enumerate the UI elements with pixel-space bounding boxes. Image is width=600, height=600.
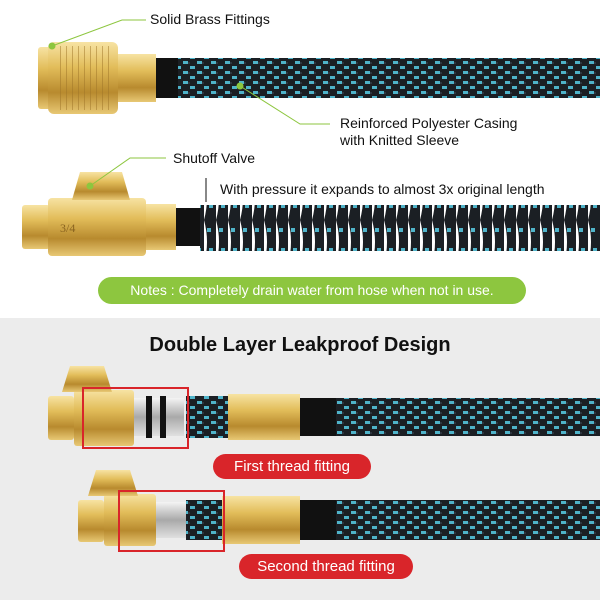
- rubber-collar: [156, 58, 178, 98]
- leader-casing: [239, 85, 330, 125]
- callout-pressure: With pressure it expands to almost 3x or…: [220, 181, 545, 197]
- valve-sleeve: [146, 204, 176, 250]
- hose-casing: [178, 58, 600, 98]
- rubber-collar: [300, 500, 336, 540]
- hose-casing: [336, 500, 600, 540]
- valve-handle: [62, 366, 112, 392]
- leader-lines: [48, 19, 330, 190]
- hose-row-1: [38, 42, 600, 114]
- thread-end: [48, 396, 74, 440]
- second-thread-label: Second thread fitting: [239, 554, 413, 579]
- callout-casing-line1: Reinforced Polyester Casing: [340, 115, 518, 131]
- first-thread-label: First thread fitting: [213, 454, 371, 479]
- leader-dot: [48, 42, 56, 50]
- o-ring: [146, 396, 152, 438]
- brass-coupling: [222, 496, 300, 544]
- valve-handle: [72, 172, 130, 200]
- callout-brass-fittings: Solid Brass Fittings: [150, 11, 270, 27]
- first-fitting-highlight: [82, 387, 189, 449]
- inner-connector: [134, 398, 184, 436]
- valve-body: [74, 390, 134, 446]
- coupling-knurl: [60, 46, 110, 110]
- leader-valve: [89, 157, 166, 187]
- valve-body: [48, 198, 146, 256]
- brass-coupling: [228, 394, 300, 440]
- callout-casing-line2: with Knitted Sleeve: [340, 132, 460, 148]
- second-fitting-highlight: [118, 490, 225, 552]
- brass-sleeve: [118, 54, 156, 102]
- inner-connector: [156, 502, 186, 538]
- inner-hose: [186, 396, 228, 438]
- callout-shutoff-valve: Shutoff Valve: [173, 150, 255, 166]
- valve-mark: 3/4: [60, 221, 75, 235]
- fitting-row-2: [78, 470, 600, 552]
- valve-handle: [88, 470, 138, 496]
- rubber-collar: [300, 398, 336, 436]
- hose-casing: [336, 398, 600, 436]
- hose-row-2: 3/4: [22, 172, 600, 256]
- notes-banner: Notes : Completely drain water from hose…: [98, 277, 526, 304]
- leader-dot: [236, 82, 244, 90]
- leader-brass: [51, 19, 146, 47]
- o-ring: [160, 396, 166, 438]
- valve-collar: [176, 208, 200, 246]
- expanded-hose: [200, 205, 600, 251]
- valve-thread: [22, 205, 50, 249]
- section-title: Double Layer Leakproof Design: [149, 334, 451, 356]
- fitting-row-1: [48, 366, 600, 449]
- leader-dot: [86, 182, 94, 190]
- thread-end: [78, 500, 104, 542]
- inner-hose: [186, 500, 222, 540]
- valve-body: [104, 494, 156, 546]
